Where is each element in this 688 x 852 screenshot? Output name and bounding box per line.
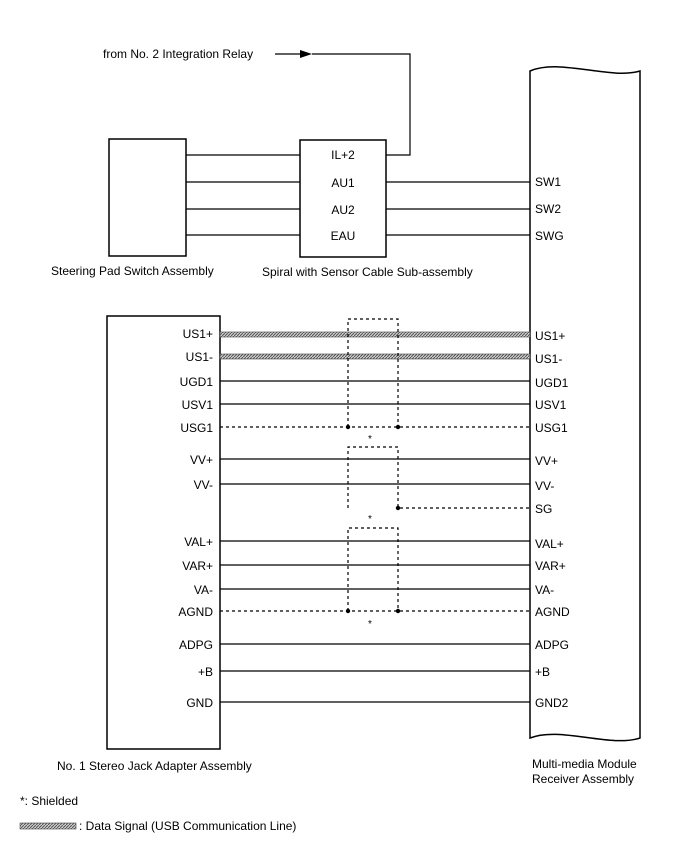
jack-pin: ADPG <box>179 638 213 652</box>
jack-pin: US1- <box>186 350 213 364</box>
signal-wires <box>220 380 530 703</box>
receiver-pin: VAR+ <box>535 559 566 573</box>
shield-mark: * <box>368 514 372 525</box>
jack-pin: UGD1 <box>180 375 214 389</box>
multimedia-receiver-box <box>529 66 641 742</box>
receiver-pin: US1- <box>535 352 562 366</box>
jack-pin-labels: US1+ US1- UGD1 USV1 USG1 VV+ VV- VAL+ VA… <box>178 327 213 710</box>
shield-junction-dots <box>345 424 401 614</box>
multimedia-label-line1: Multi-media Module <box>532 757 637 771</box>
jack-pin: USG1 <box>180 421 213 435</box>
shield-mark: * <box>368 434 372 445</box>
spiral-pin-au2: AU2 <box>331 203 355 217</box>
legend-data-signal-swatch <box>19 822 77 830</box>
receiver-pin-swg: SWG <box>535 229 564 243</box>
receiver-pin: UGD1 <box>535 376 569 390</box>
spiral-receiver-wires <box>386 181 530 236</box>
relay-arrow <box>275 50 411 156</box>
receiver-pin: USV1 <box>535 398 567 412</box>
shield-mark: * <box>368 619 372 630</box>
jack-pin: VA- <box>194 583 213 597</box>
receiver-pin: AGND <box>535 605 570 619</box>
receiver-pin: ADPG <box>535 638 569 652</box>
legend-shielded: *: Shielded <box>20 794 78 808</box>
steering-pad-label: Steering Pad Switch Assembly <box>51 264 214 278</box>
usb-data-wire-us1minus <box>219 353 531 360</box>
jack-pin: VV+ <box>190 453 213 467</box>
spiral-pin-au1: AU1 <box>331 176 355 190</box>
receiver-pin: USG1 <box>535 421 568 435</box>
receiver-pin: SG <box>535 502 552 516</box>
jack-pin: VV- <box>194 478 213 492</box>
receiver-pin: GND2 <box>535 696 569 710</box>
shield-lines <box>220 318 530 612</box>
receiver-pin: VA- <box>535 583 554 597</box>
spiral-label: Spiral with Sensor Cable Sub-assembly <box>262 265 473 279</box>
receiver-pin: VAL+ <box>535 537 564 551</box>
jack-pin: AGND <box>178 605 213 619</box>
receiver-pin: VV+ <box>535 454 558 468</box>
jack-pin: +B <box>198 665 213 679</box>
receiver-pin-labels: US1+ US1- UGD1 USV1 USG1 VV+ VV- SG VAL+… <box>535 329 570 710</box>
spiral-pin-eau: EAU <box>331 229 356 243</box>
steering-pad-box <box>108 138 187 257</box>
multimedia-label-line2: Receiver Assembly <box>532 772 634 786</box>
usb-data-wire-us1plus <box>219 331 531 338</box>
legend-data-signal: : Data Signal (USB Communication Line) <box>79 819 296 833</box>
receiver-pin: +B <box>535 665 550 679</box>
spiral-pin-il2: IL+2 <box>331 148 355 162</box>
stereo-jack-label: No. 1 Stereo Jack Adapter Assembly <box>57 759 252 773</box>
jack-pin: USV1 <box>182 398 214 412</box>
stereo-jack-box <box>106 315 221 750</box>
pad-spiral-wires <box>186 154 300 236</box>
jack-pin: VAR+ <box>182 559 213 573</box>
receiver-pin: US1+ <box>535 329 565 343</box>
receiver-pin: VV- <box>535 479 554 493</box>
jack-pin: GND <box>186 696 213 710</box>
jack-pin: VAL+ <box>184 535 213 549</box>
receiver-pin-sw2: SW2 <box>535 202 561 216</box>
jack-pin: US1+ <box>183 327 213 341</box>
receiver-pin-sw1: SW1 <box>535 175 561 189</box>
spiral-box <box>299 139 387 258</box>
relay-note: from No. 2 Integration Relay <box>103 47 253 61</box>
